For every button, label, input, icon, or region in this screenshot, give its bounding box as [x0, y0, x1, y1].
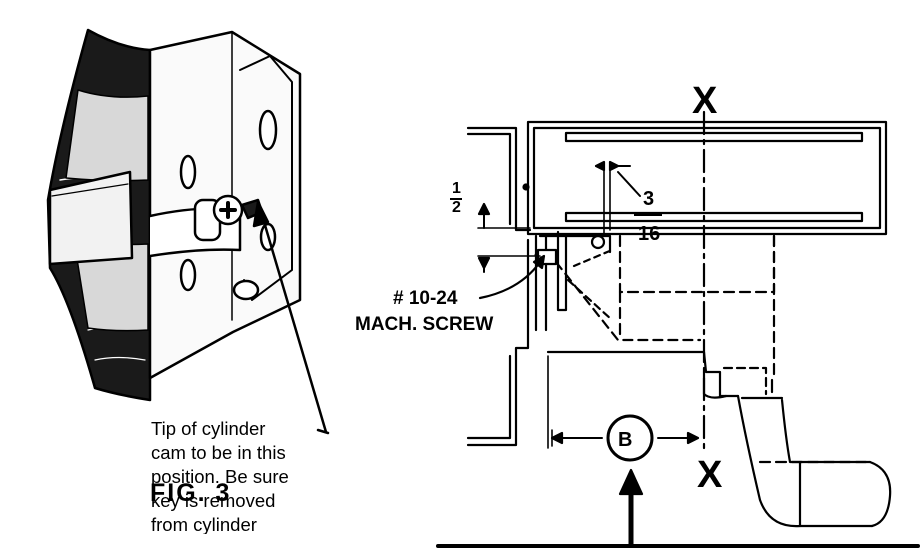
gap-dimension-denominator: 16: [638, 223, 661, 245]
reference-b-circle: [606, 414, 654, 462]
figure-label: FIG. 3: [150, 479, 232, 507]
half-fraction-bar: [450, 198, 462, 200]
gap-fraction-bar: [634, 214, 662, 216]
section-drawing: [436, 110, 920, 548]
half-dimension-denominator: 2: [452, 199, 461, 216]
screw-type-label: MACH. SCREW: [355, 314, 494, 335]
gap-dimension-numerator: 3: [643, 188, 655, 210]
section-mark-bottom: X: [697, 454, 723, 496]
reference-callout-label: B: [618, 429, 633, 451]
cam-leader-line: [260, 213, 328, 434]
screw-size-label: # 10-24: [393, 288, 458, 309]
lock-illustration: [46, 28, 330, 435]
half-dimension-numerator: 1: [452, 180, 461, 197]
section-mark-top: X: [692, 80, 718, 122]
caption-line-5: from cylinder: [151, 516, 257, 534]
caption-line-1: Tip of cylinder: [151, 418, 266, 439]
caption-line-3: position. Be sure: [151, 466, 289, 487]
caption-line-2: cam to be in this: [151, 442, 286, 463]
latch-bolt: [48, 170, 134, 266]
caption-line-4: key is removed: [151, 490, 276, 511]
